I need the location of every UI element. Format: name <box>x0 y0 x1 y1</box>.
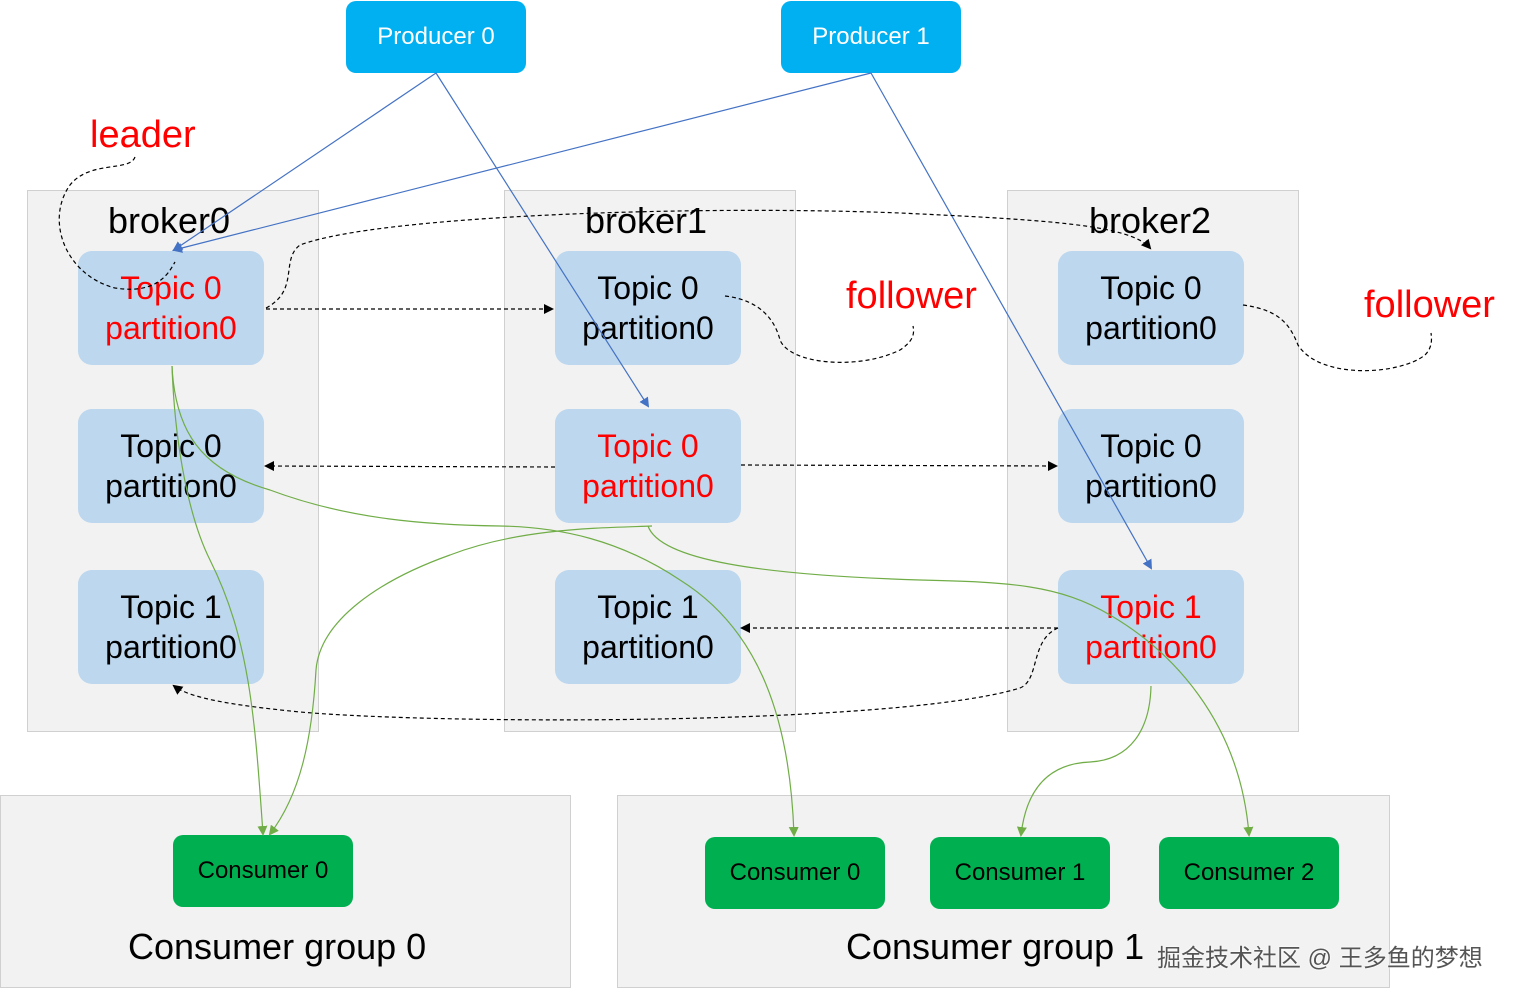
partition-topic: Topic 0 <box>120 428 222 464</box>
broker0-partition-2[interactable]: Topic 0 partition0 <box>78 409 264 523</box>
consumer-group-1-label: Consumer group 1 <box>846 926 1145 967</box>
follower1-pointer-curve <box>724 295 915 363</box>
watermark: 掘金技术社区 @ 王多鱼的梦想 <box>1157 945 1483 972</box>
replicate-b1-to-b2 <box>740 460 1058 471</box>
b2-leader-to-group1-consumer1 <box>1016 685 1152 837</box>
partition-name: partition0 <box>582 629 714 665</box>
b1-leader-to-group0-consumer0 <box>268 525 653 836</box>
group1-consumer-2[interactable]: Consumer 2 <box>1159 837 1339 909</box>
b1-leader-to-group1-consumer2 <box>647 525 1254 837</box>
partition-name: partition0 <box>105 629 237 665</box>
broker0-partition-1[interactable]: Topic 0 partition0 <box>78 251 264 365</box>
group1-consumer-0[interactable]: Consumer 0 <box>705 837 885 909</box>
leader-pointer-curve <box>58 156 176 290</box>
group0-consumer-0[interactable]: Consumer 0 <box>173 835 353 907</box>
replicate-b0-to-b2 <box>265 209 1152 309</box>
partition-name: partition0 <box>582 468 714 504</box>
partition-name: partition0 <box>105 468 237 504</box>
partition-topic: Topic 0 <box>120 270 222 306</box>
broker2-partition-1[interactable]: Topic 0 partition0 <box>1058 251 1244 365</box>
consumer-group-0-label: Consumer group 0 <box>128 926 427 967</box>
partition-name: partition0 <box>582 310 714 346</box>
partition-topic: Topic 0 <box>597 428 699 464</box>
follower-annotation-2: follower <box>1364 284 1495 326</box>
replicate-b1-to-b0 <box>264 461 556 472</box>
broker1-partition-3[interactable]: Topic 1 partition0 <box>555 570 741 684</box>
b0-leader-to-group0-consumer0 <box>171 365 268 836</box>
group1-consumer-1[interactable]: Consumer 1 <box>930 837 1110 909</box>
leader-annotation: leader <box>90 114 196 156</box>
replicate-b2-to-b0 <box>172 627 1059 721</box>
partition-topic: Topic 1 <box>597 589 699 625</box>
partition-name: partition0 <box>105 310 237 346</box>
partition-name: partition0 <box>1085 310 1217 346</box>
producer1-to-broker2-leader <box>870 72 1152 570</box>
producer0-to-broker0-leader <box>172 72 437 252</box>
broker0-title: broker0 <box>108 200 231 241</box>
partition-topic: Topic 0 <box>1100 428 1202 464</box>
broker2-title: broker2 <box>1089 200 1212 241</box>
broker2-partition-3[interactable]: Topic 1 partition0 <box>1058 570 1244 684</box>
partition-topic: Topic 1 <box>120 589 222 625</box>
partition-topic: Topic 0 <box>597 270 699 306</box>
broker0-partition-3[interactable]: Topic 1 partition0 <box>78 570 264 684</box>
b0-leader-to-group1-consumer0 <box>171 365 799 837</box>
producer-1[interactable]: Producer 1 <box>781 1 961 73</box>
follower-annotation-1: follower <box>846 275 977 317</box>
broker2-partition-2[interactable]: Topic 0 partition0 <box>1058 409 1244 523</box>
producer-0[interactable]: Producer 0 <box>346 1 526 73</box>
partition-topic: Topic 0 <box>1100 270 1202 306</box>
producer0-to-broker1-leader <box>435 72 650 408</box>
partition-name: partition0 <box>1085 468 1217 504</box>
follower2-pointer-curve <box>1242 304 1433 372</box>
partition-name: partition0 <box>1085 629 1217 665</box>
broker1-title: broker1 <box>585 200 708 241</box>
producer1-to-broker0-leader <box>172 72 872 253</box>
broker1-partition-2[interactable]: Topic 0 partition0 <box>555 409 741 523</box>
